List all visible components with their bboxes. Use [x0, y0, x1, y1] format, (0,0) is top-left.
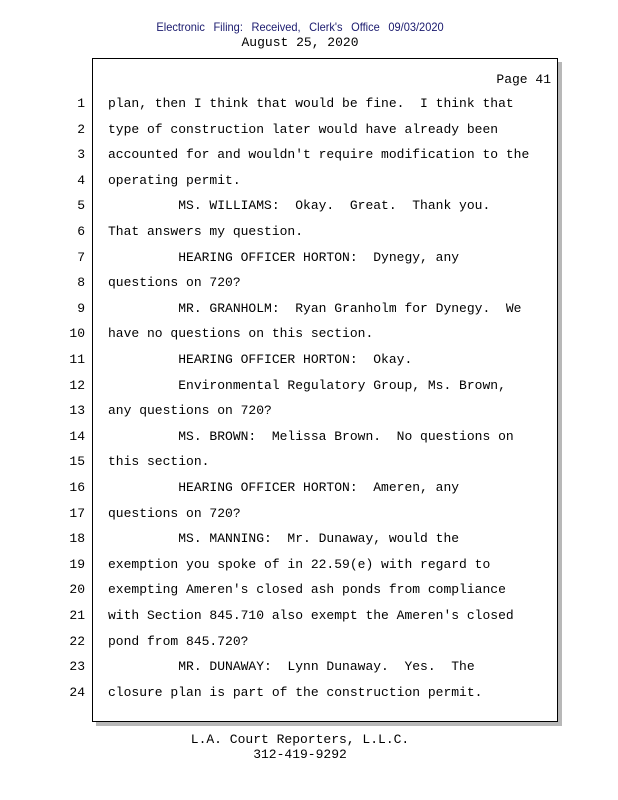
line-number: 11 [69, 352, 85, 367]
line-number: 16 [69, 480, 85, 495]
filing-stamp: Electronic Filing: Received, Clerk's Off… [156, 20, 444, 34]
line-number: 20 [69, 582, 85, 598]
line-text: MS. MANNING: Mr. Dunaway, would the [108, 531, 460, 547]
line-text: have no questions on this section. [108, 326, 374, 342]
line-text: accounted for and wouldn't require modif… [108, 147, 530, 163]
transcript-page: Page 41 1 plan, then I think that would b… [69, 58, 558, 722]
line-text: Environmental Regulatory Group, Ms. Brow… [108, 377, 506, 393]
footer-phone: 312-419-9292 [253, 747, 347, 762]
line-text: pond from 845.720? [108, 633, 249, 649]
line-text: type of construction later would have al… [108, 121, 499, 137]
line-number: 22 [69, 633, 85, 649]
line-text: HEARING OFFICER HORTON: Ameren, any [108, 480, 460, 495]
line-number: 6 [77, 224, 85, 239]
line-number: 1 [77, 96, 85, 111]
line-number: 8 [77, 275, 85, 291]
line-number: 9 [77, 300, 85, 316]
line-number: 13 [69, 403, 85, 419]
line-text: closure plan is part of the construction… [108, 684, 483, 700]
line-text: exemption you spoke of in 22.59(e) with … [108, 556, 491, 572]
line-number: 3 [77, 147, 85, 163]
line-number: 17 [69, 505, 85, 521]
line-number: 10 [69, 326, 85, 342]
line-number: 7 [77, 249, 85, 265]
line-text: That answers my question. [108, 224, 304, 239]
line-text: any questions on 720? [108, 403, 272, 419]
footer-company: L.A. Court Reporters, L.L.C. [190, 732, 410, 747]
line-number: 4 [77, 172, 85, 188]
line-text: exempting Ameren's closed ash ponds from… [108, 582, 506, 598]
line-text: MS. BROWN: Melissa Brown. No questions o… [108, 428, 514, 444]
line-text: HEARING OFFICER HORTON: Okay. [108, 352, 413, 367]
line-text: MS. WILLIAMS: Okay. Great. Thank you. [108, 198, 491, 214]
line-number: 15 [69, 454, 85, 470]
line-number: 18 [69, 531, 85, 547]
transcript-date: August 25, 2020 [241, 35, 359, 50]
line-text: plan, then I think that would be fine. I… [108, 96, 514, 111]
line-text: MR. GRANHOLM: Ryan Granholm for Dynegy. … [108, 300, 522, 316]
line-number: 12 [69, 377, 85, 393]
line-text: this section. [108, 454, 210, 470]
line-number: 23 [69, 659, 85, 675]
line-text: MR. DUNAWAY: Lynn Dunaway. Yes. The [108, 659, 475, 675]
line-number: 5 [77, 198, 85, 214]
line-text: questions on 720? [108, 505, 241, 521]
line-text: HEARING OFFICER HORTON: Dynegy, any [108, 249, 460, 265]
line-text: with Section 845.710 also exempt the Ame… [108, 608, 514, 623]
line-number: 24 [69, 684, 85, 700]
line-text: questions on 720? [108, 275, 241, 291]
line-number: 19 [69, 556, 85, 572]
page-number: Page 41 [496, 72, 551, 87]
line-number: 21 [69, 608, 85, 623]
line-number: 14 [69, 428, 85, 444]
line-text: operating permit. [108, 172, 241, 188]
line-number: 2 [77, 121, 85, 137]
